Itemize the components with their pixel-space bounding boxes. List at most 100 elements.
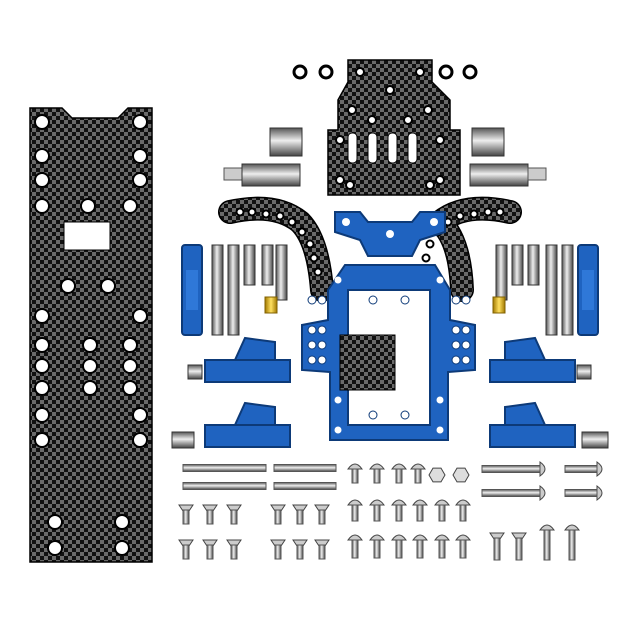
mounting-hole [247,207,257,217]
brass-bushing [492,296,506,314]
mounting-hole [80,198,96,214]
blue-suspension-arm [204,424,291,448]
blue-suspension-arm [489,359,576,383]
blue-suspension-arm [489,424,576,448]
arm-hinge-block [504,401,547,426]
carbon-top-plate [327,59,461,196]
short-spacer [576,364,592,380]
frame-hole [368,410,378,420]
steel-rod [243,244,256,286]
screw [296,509,304,525]
screw-head [455,534,471,541]
screw [206,509,214,525]
slot [367,132,378,164]
frame-hole [451,355,461,365]
mounting-hole [34,198,50,214]
mounting-hole [421,253,431,263]
mounting-hole [403,115,413,125]
screw-head [391,463,407,470]
screw [273,464,337,472]
screw [274,544,282,560]
mounting-hole [287,217,297,227]
screw [182,509,190,525]
threaded-end [527,167,547,181]
mounting-hole [335,175,345,185]
mounting-hole [132,148,148,164]
screw-head [434,534,450,541]
blue-suspension-arm [204,359,291,383]
mounting-hole [34,407,50,423]
arm-hinge-block [233,401,276,426]
steel-rod [545,244,558,336]
screw [318,544,326,560]
screw [395,468,403,484]
screw-head [434,499,450,506]
screw-head [391,499,407,506]
screw [481,465,541,473]
screw [373,539,381,559]
arm-hinge-block [233,336,276,361]
screw [459,539,467,559]
steel-rod [495,244,508,301]
screw [481,489,541,497]
screw [438,539,446,559]
nut [452,467,470,483]
mounting-hole [114,514,130,530]
frame-hole [400,295,410,305]
screw-head [369,499,385,506]
frame-hole [461,325,471,335]
mounting-hole [415,67,425,77]
mounting-hole [82,337,98,353]
slot [407,132,418,164]
frame-hole [436,426,444,434]
mounting-hole [34,308,50,324]
screw [230,544,238,560]
mounting-hole [122,198,138,214]
screw [416,539,424,559]
carbon-chassis-plate [29,107,153,563]
mounting-hole [483,207,493,217]
screw [206,544,214,560]
long-spacer [469,163,529,187]
frame-hole [317,340,327,350]
mounting-hole [423,105,433,115]
mounting-hole [313,267,323,277]
screw-head [539,524,555,531]
screw-head [347,534,363,541]
steel-rod [275,244,288,301]
steel-rod [561,244,574,336]
frame-hole [368,295,378,305]
mounting-hole [114,540,130,556]
screw-head [564,524,580,531]
screw-head [596,461,603,477]
frame-hole [307,340,317,350]
chassis-window [63,221,111,251]
short-spacer [581,431,609,449]
mounting-hole [34,337,50,353]
frame-hole [461,340,471,350]
mounting-hole [82,358,98,374]
mounting-hole [345,180,355,190]
mounting-hole [455,211,465,221]
frame-hole [307,295,317,305]
frame-hole [307,325,317,335]
screw [564,465,598,473]
blue-bulkhead-frame [301,264,476,441]
mounting-hole [261,209,271,219]
mounting-hole [122,380,138,396]
mounting-hole [469,209,479,219]
mounting-hole [34,358,50,374]
steel-rod [227,244,240,336]
short-spacer [171,431,195,449]
screw [318,509,326,525]
screw [395,539,403,559]
screw [416,504,424,522]
screw [459,504,467,522]
screw-head [410,463,426,470]
frame-hole [307,355,317,365]
steel-rod [211,244,224,336]
mounting-hole [132,308,148,324]
screw-head [539,461,546,477]
